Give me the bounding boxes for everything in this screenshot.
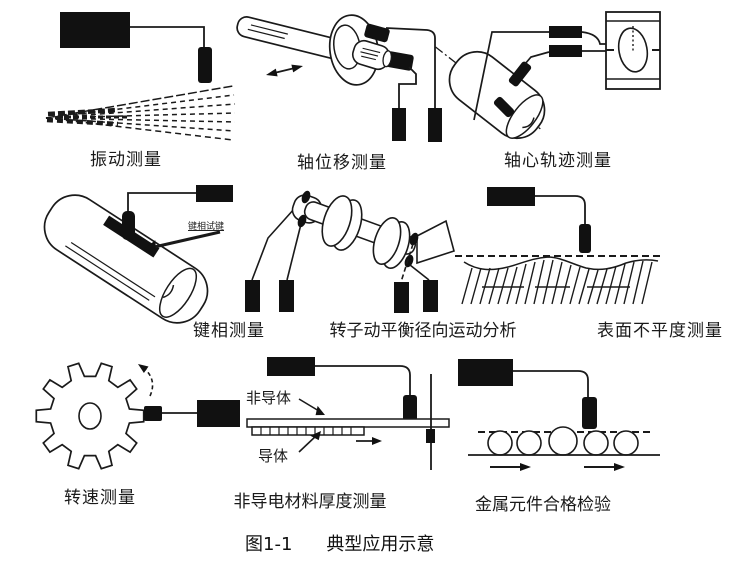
axial-motion-arrow <box>266 64 303 77</box>
metal-inspection-label: 金属元件合格检验 <box>475 495 611 515</box>
probe-orbit-2 <box>493 96 515 118</box>
probe-dot <box>297 214 307 228</box>
sensor-cable <box>130 26 205 47</box>
layer-top-arrow <box>298 398 325 416</box>
cable <box>535 195 586 224</box>
annotation-arrow <box>144 230 221 253</box>
nonconductor-callout: 非导体 <box>246 389 292 407</box>
probe-dot <box>409 232 419 246</box>
converter-box <box>423 280 438 312</box>
instrument-box <box>196 185 233 202</box>
cable-right <box>385 27 436 108</box>
oscilloscope <box>605 11 661 90</box>
instrument-box <box>267 357 315 376</box>
rotation-speed-label: 转速测量 <box>64 488 136 508</box>
rotation-arrow <box>138 364 154 397</box>
probe <box>144 406 162 421</box>
roller-mark <box>426 429 435 443</box>
axial-displacement-diagram <box>236 14 442 142</box>
rotor-balance-diagram <box>245 190 455 313</box>
cable-left <box>398 66 417 108</box>
cable <box>524 51 550 65</box>
conveyor-arrow <box>490 463 625 471</box>
cable <box>513 370 589 397</box>
surface-flatness-label: 表面不平度测量 <box>597 321 723 341</box>
cable <box>581 31 606 45</box>
rotation-speed-diagram <box>35 362 240 470</box>
shaft-orbit-diagram <box>435 11 661 140</box>
conductor-callout: 导体 <box>258 447 289 465</box>
cable <box>473 31 549 121</box>
converter-box <box>392 108 406 141</box>
probe-orbit-1 <box>508 61 532 87</box>
probe-axial-right <box>382 50 414 71</box>
instrument-box <box>458 359 513 386</box>
instrument-box <box>60 12 130 48</box>
layer-bottom-arrow <box>298 431 321 453</box>
instrument-box <box>197 400 240 427</box>
conductor-strip <box>251 426 365 436</box>
converter-box <box>394 282 409 313</box>
surface-flatness-diagram <box>455 187 662 305</box>
rotor-disc-2 <box>372 217 411 269</box>
figure-caption: 图1-1 典型应用示意 <box>245 530 434 556</box>
keyphase-diagram <box>43 185 233 324</box>
converter-box <box>279 280 294 312</box>
surface-hatching <box>461 259 653 305</box>
converter-box <box>245 280 260 312</box>
vibration-diagram <box>45 12 236 141</box>
probe-dot <box>404 254 414 268</box>
shaft-orbit-label: 轴心轨迹测量 <box>504 151 612 171</box>
surface-profile <box>463 256 659 271</box>
figure-number: 图1-1 <box>245 534 293 555</box>
vibration-label: 振动测量 <box>90 150 162 170</box>
gear-bore <box>78 402 102 430</box>
probe-dot <box>301 190 311 204</box>
keyphase-annotation: 键相试键 <box>188 222 225 232</box>
rotor-balance-label: 转子动平衡径向运动分析 <box>329 321 517 341</box>
instrument-box <box>487 187 535 206</box>
probe <box>122 211 135 240</box>
probe <box>403 395 417 421</box>
proximitor <box>549 26 582 38</box>
thickness-label: 非导电材料厚度测量 <box>233 492 387 512</box>
keyphase-label: 键相测量 <box>193 321 265 341</box>
cable <box>409 264 430 281</box>
probe <box>582 397 597 429</box>
nonconductor-strip <box>246 418 450 428</box>
probe <box>579 224 591 253</box>
cable <box>251 198 304 281</box>
feed-arrow <box>356 437 382 445</box>
cable <box>400 243 414 283</box>
cable <box>286 223 302 281</box>
metal-parts <box>487 426 639 456</box>
cable <box>127 192 196 211</box>
axial-displacement-label: 轴位移测量 <box>297 153 387 173</box>
vibration-fan <box>45 85 236 141</box>
rotor-disc-1 <box>321 195 363 251</box>
proximitor <box>549 45 582 57</box>
converter-box <box>428 108 442 142</box>
metal-inspection-diagram <box>458 359 660 471</box>
thickness-diagram <box>246 357 450 470</box>
bearing-support <box>416 219 455 265</box>
shaft-cylinder <box>43 194 209 324</box>
figure-title: 典型应用示意 <box>326 534 435 555</box>
probe-axial-top <box>364 23 390 43</box>
probe <box>198 47 212 83</box>
cable <box>315 365 411 395</box>
